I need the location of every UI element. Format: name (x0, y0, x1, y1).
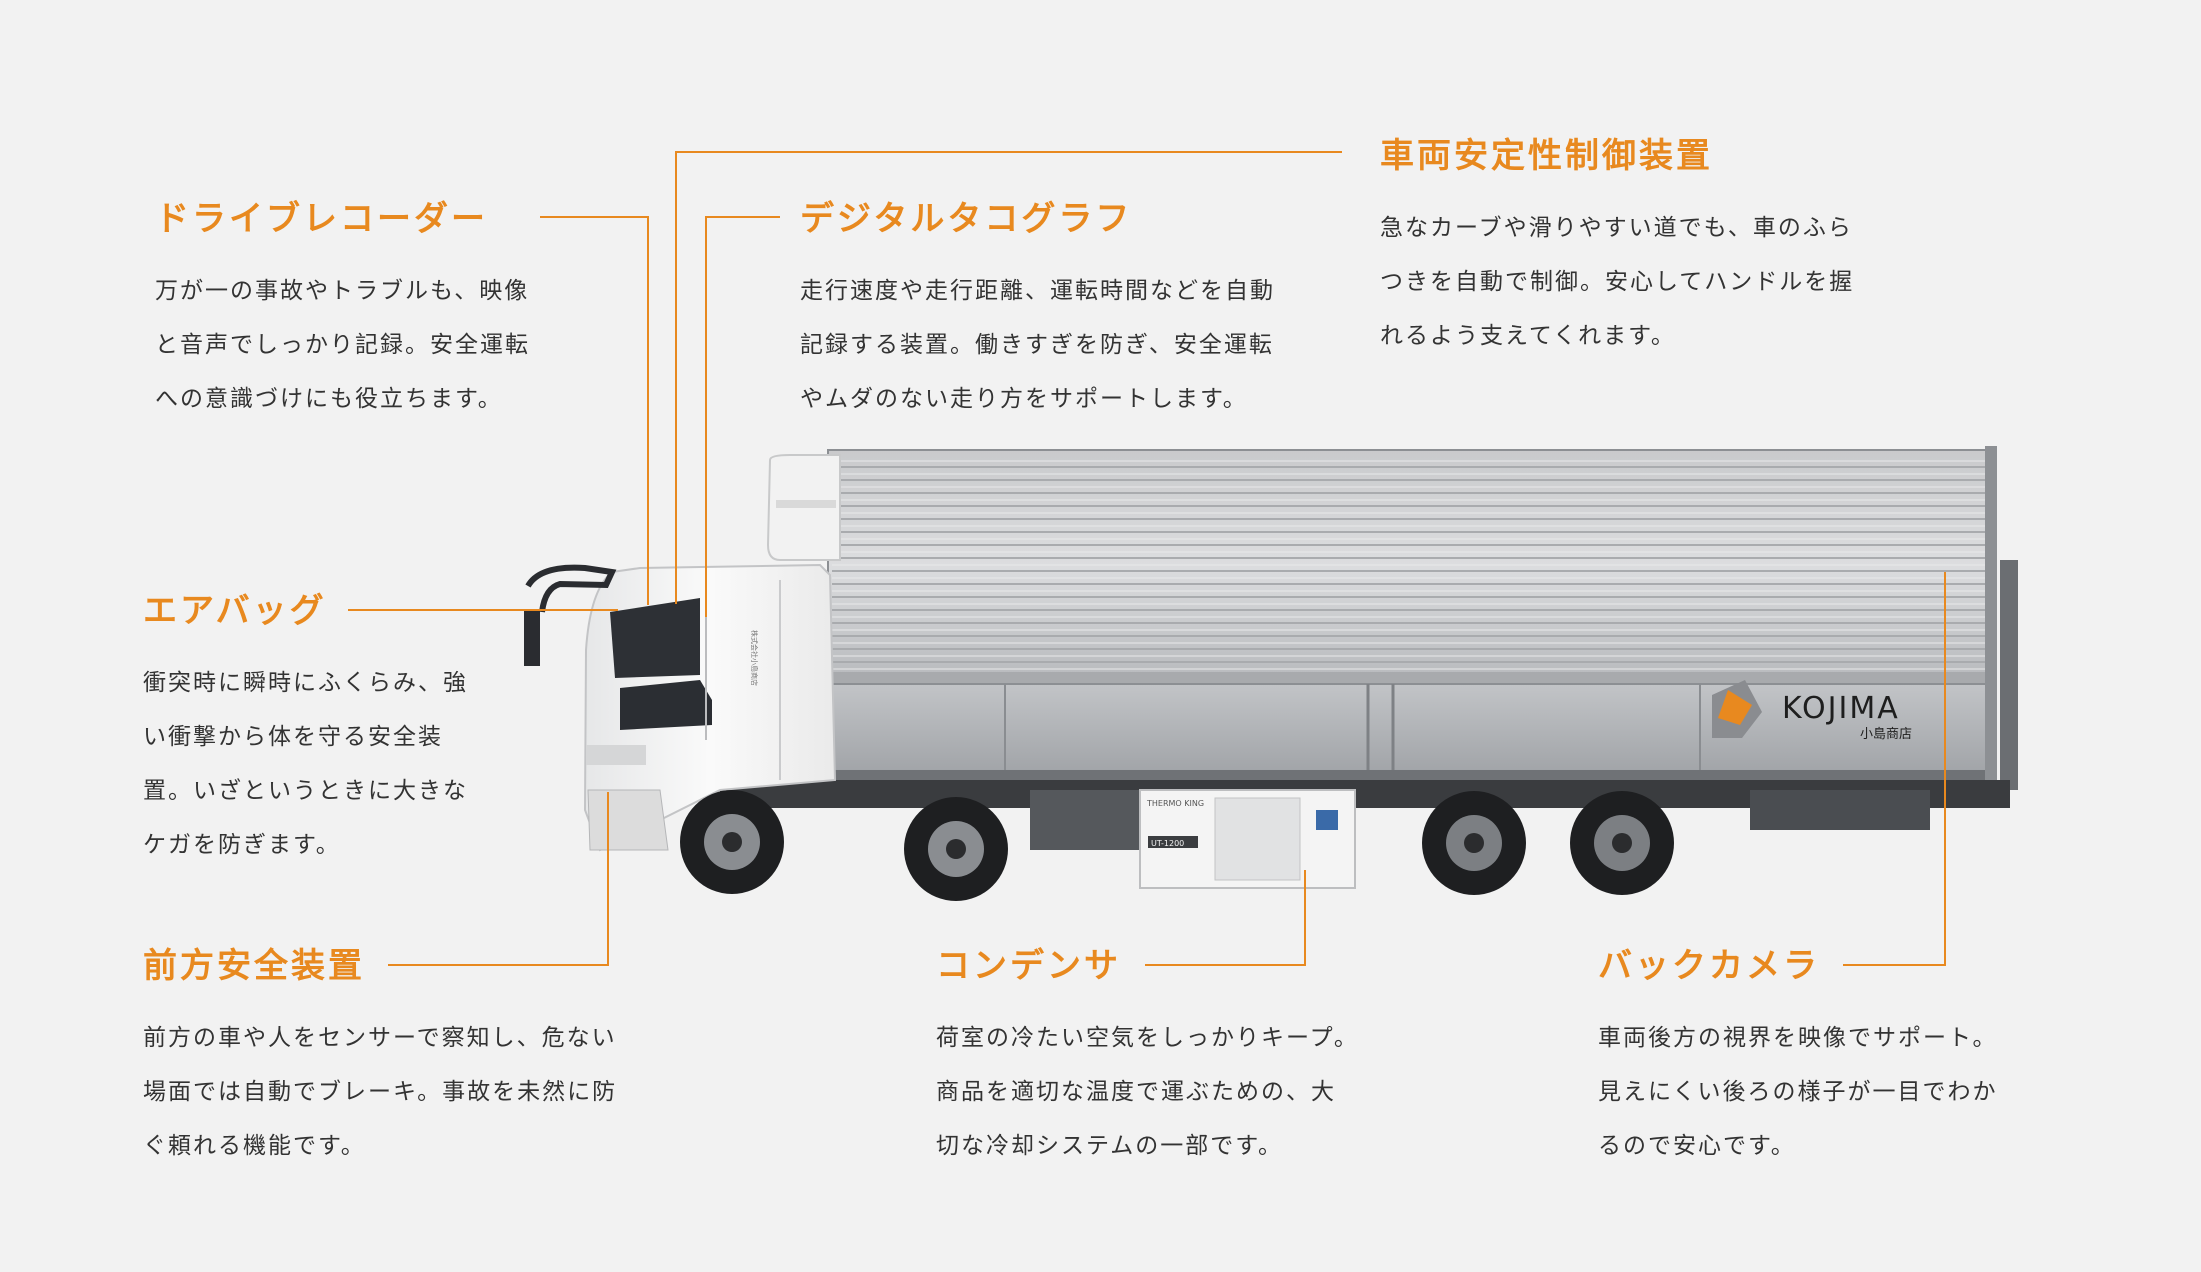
unit-brand-text: THERMO KING (1146, 799, 1204, 808)
feature-airbag: エアバッグ 衝突時に瞬時にふくらみ、強 い衝撃から体を守る安全装 置。いざという… (143, 590, 468, 872)
feature-description: 急なカーブや滑りやすい道でも、車のふら つきを自動で制御。安心してハンドルを握 … (1380, 215, 1855, 349)
truck-cab: 株式会社小島商店 (524, 563, 837, 852)
feature-title: コンデンサ (936, 946, 1121, 986)
cab-door-label: 株式会社小島商店 (750, 630, 759, 686)
feature-forward-safety: 前方安全装置 前方の車や人をセンサーで察知し、危ない 場面では自動でブレーキ。事… (143, 945, 617, 1173)
feature-title: 車両安定性制御装置 (1380, 136, 1713, 176)
logo-sub-text: 小島商店 (1860, 727, 1912, 742)
feature-drive-recorder: ドライブレコーダー 万が一の事故やトラブルも、映像 と音声でしっかり記録。安全運… (155, 198, 530, 426)
feature-title: 前方安全装置 (143, 946, 365, 986)
feature-description: 衝突時に瞬時にふくらみ、強 い衝撃から体を守る安全装 置。いざというときに大きな… (143, 670, 468, 858)
feature-title: エアバッグ (143, 591, 327, 631)
wheels (680, 790, 1674, 901)
feature-description: 前方の車や人をセンサーで察知し、危ない 場面では自動でブレーキ。事故を未然に防 … (143, 1025, 618, 1159)
feature-title: バックカメラ (1598, 946, 1820, 986)
logo-text: KOJIMA (1782, 691, 1900, 726)
line-back-camera (1843, 572, 1946, 966)
feature-description: 車両後方の視界を映像でサポート。 見えにくい後ろの様子が一目でわか るので安心で… (1598, 1025, 1998, 1159)
feature-digital-tachograph: デジタルタコグラフ 走行速度や走行距離、運転時間などを自動 記録する装置。働きす… (800, 198, 1275, 426)
line-condenser (1145, 870, 1306, 966)
line-stability-control (675, 151, 1342, 604)
feature-description: 万が一の事故やトラブルも、映像 と音声でしっかり記録。安全運転 への意識づけにも… (155, 278, 530, 412)
condenser-unit: THERMO KING UT-1200 (1139, 789, 1356, 889)
feature-back-camera: バックカメラ 車両後方の視界を映像でサポート。 見えにくい後ろの様子が一目でわか… (1598, 945, 1998, 1173)
feature-title: ドライブレコーダー (155, 199, 488, 239)
line-digital-tachograph (705, 216, 780, 617)
company-logo: KOJIMA 小島商店 (1712, 680, 1912, 742)
feature-stability-control: 車両安定性制御装置 急なカーブや滑りやすい道でも、車のふら つきを自動で制御。安… (1380, 135, 1854, 363)
feature-description: 走行速度や走行距離、運転時間などを自動 記録する装置。働きすぎを防ぎ、安全運転 … (800, 278, 1275, 412)
feature-condenser: コンデンサ 荷室の冷たい空気をしっかりキープ。 商品を適切な温度で運ぶための、大… (936, 945, 1359, 1173)
cargo-box (766, 446, 2018, 796)
unit-model-text: UT-1200 (1151, 839, 1184, 848)
line-forward-safety (388, 792, 609, 966)
feature-description: 荷室の冷たい空気をしっかりキープ。 商品を適切な温度で運ぶための、大 切な冷却シ… (936, 1025, 1359, 1159)
feature-title: デジタルタコグラフ (800, 199, 1133, 239)
line-drive-recorder (540, 216, 649, 605)
